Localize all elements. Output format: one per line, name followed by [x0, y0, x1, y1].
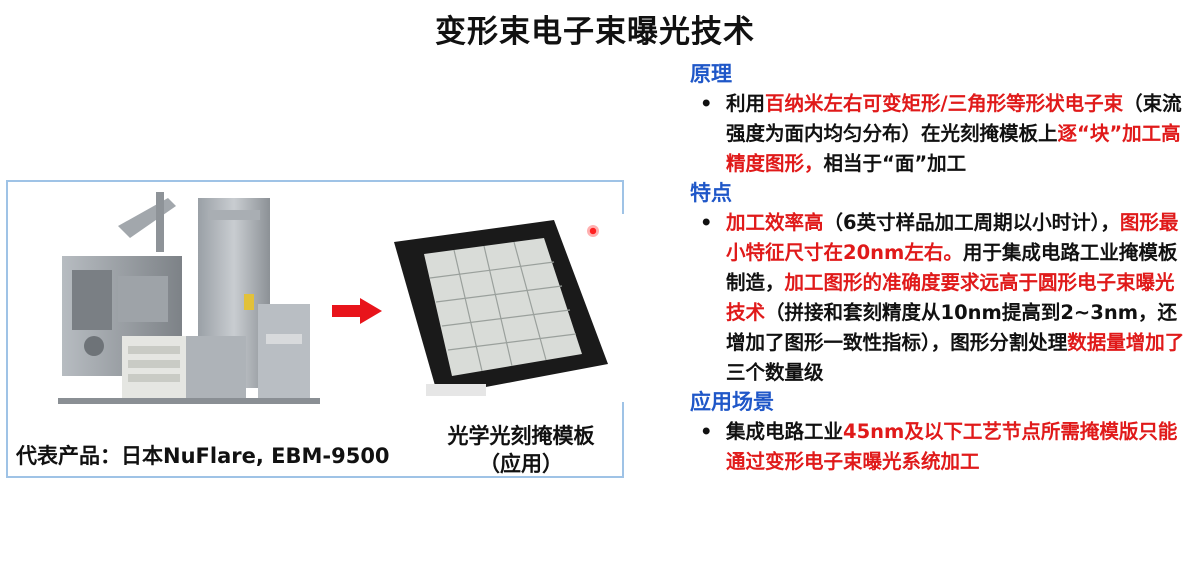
application-highlight-1: 45nm及以下工艺节点所需掩模版只能通过变形电子束曝光系统加工	[726, 420, 1178, 473]
product-caption: 代表产品：日本NuFlare, EBM-9500	[16, 444, 390, 468]
features-highlight-1: 加工效率高	[726, 211, 824, 234]
image-panel: 代表产品：日本NuFlare, EBM-9500 光学光刻掩模板 （应用）	[6, 180, 624, 478]
principle-paragraph: • 利用百纳米左右可变矩形/三角形等形状电子束（束流强度为面内均匀分布）在光刻掩…	[690, 89, 1185, 179]
description-column: 原理 • 利用百纳米左右可变矩形/三角形等形状电子束（束流强度为面内均匀分布）在…	[690, 60, 1185, 477]
application-paragraph: • 集成电路工业45nm及以下工艺节点所需掩模版只能通过变形电子束曝光系统加工	[690, 417, 1185, 477]
features-text-4: 三个数量级	[726, 361, 824, 384]
right-arrow-icon	[332, 298, 382, 324]
features-text-1: （6英寸样品加工周期以小时计），	[823, 211, 1120, 234]
mask-caption: 光学光刻掩模板 （应用）	[416, 422, 626, 478]
principle-heading: 原理	[690, 62, 732, 86]
features-heading: 特点	[690, 181, 732, 205]
features-highlight-2: 图形最小特征尺寸在20nm左右。	[726, 211, 1179, 264]
mask-caption-line2: （应用）	[479, 452, 563, 476]
photomask-image	[386, 214, 624, 402]
bullet-marker: •	[700, 420, 713, 443]
features-text-3: （拼接和套刻精度从10nm提高到2~3nm，还增加了图形一致性指标），图形分割处…	[726, 301, 1178, 354]
slide-title: 变形束电子束曝光技术	[435, 14, 755, 50]
ebm-machine-image	[58, 186, 320, 410]
principle-text-3: 相当于“面”加工	[823, 152, 967, 175]
features-highlight-4: 数据量增加了	[1067, 331, 1185, 354]
application-heading: 应用场景	[690, 390, 774, 414]
mask-caption-line1: 光学光刻掩模板	[447, 424, 595, 448]
features-highlight-3: 加工图形的准确度要求远高于圆形电子束曝光技术	[726, 271, 1175, 324]
features-text-2: 用于集成电路工业掩模板制造，	[726, 241, 1178, 294]
bullet-marker: •	[700, 92, 713, 115]
principle-highlight-2: 逐“块”加工高精度图形，	[726, 122, 1181, 175]
principle-highlight-1: 百纳米左右可变矩形/三角形等形状电子束	[765, 92, 1124, 115]
principle-text-1: 利用	[726, 92, 766, 115]
application-text-1: 集成电路工业	[726, 420, 844, 443]
principle-text-2: （束流强度为面内均匀分布）在光刻掩模板上	[726, 92, 1182, 145]
bullet-marker: •	[700, 211, 713, 234]
laser-pointer-dot	[587, 225, 599, 237]
features-paragraph: • 加工效率高（6英寸样品加工周期以小时计），图形最小特征尺寸在20nm左右。用…	[690, 208, 1185, 388]
